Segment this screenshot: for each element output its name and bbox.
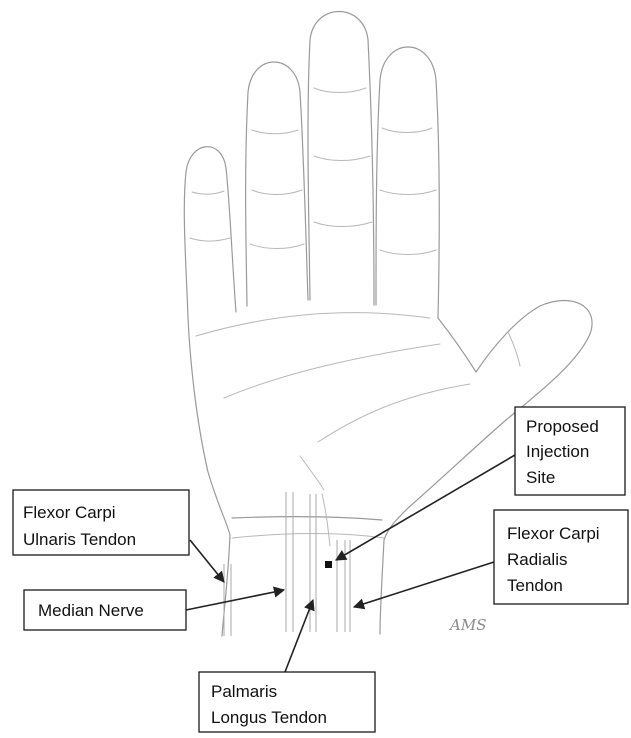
palm-crease <box>224 344 440 398</box>
label-line: Radialis <box>507 550 567 569</box>
wrist-detail <box>322 494 330 546</box>
label-line: Flexor Carpi <box>507 524 600 543</box>
wrist-crease <box>232 517 382 520</box>
finger-crease <box>314 222 372 227</box>
finger-crease <box>380 250 436 255</box>
label-line: Ulnaris Tendon <box>23 530 136 549</box>
index-finger <box>376 47 439 318</box>
label-line: Injection <box>526 442 589 461</box>
forearm-left-edge <box>222 535 230 636</box>
finger-crease <box>250 244 304 249</box>
thumb-crease <box>508 332 520 366</box>
little-finger <box>184 147 236 318</box>
finger-crease <box>314 88 366 93</box>
finger-crease <box>192 191 224 194</box>
label-injection-site: Proposed Injection Site <box>515 407 625 495</box>
label-line: Flexor Carpi <box>23 503 116 522</box>
middle-finger <box>308 12 374 306</box>
arrow-flexor-carpi-ulnaris <box>190 540 224 582</box>
ring-finger <box>246 62 308 306</box>
label-line: Site <box>526 468 555 487</box>
forearm-right-edge <box>380 540 384 634</box>
finger-crease <box>252 130 298 134</box>
artist-signature: AMS <box>448 616 486 634</box>
palm-outline <box>188 318 230 535</box>
label-line: Median Nerve <box>38 601 144 620</box>
label-line: Longus Tendon <box>211 708 327 727</box>
finger-crease <box>380 190 436 195</box>
injection-site-marker <box>325 561 332 568</box>
palm-crease <box>300 456 324 490</box>
label-flexor-carpi-radialis: Flexor Carpi Radialis Tendon <box>494 510 628 604</box>
label-line: Proposed <box>526 417 599 436</box>
arrow-palmaris-longus <box>285 600 313 672</box>
palm-crease <box>318 384 470 442</box>
finger-crease <box>314 156 370 161</box>
finger-crease <box>382 128 432 133</box>
label-line: Tendon <box>507 576 563 595</box>
arrow-flexor-carpi-radialis <box>354 562 494 607</box>
label-median-nerve: Median Nerve <box>24 590 186 630</box>
label-flexor-carpi-ulnaris: Flexor Carpi Ulnaris Tendon <box>13 490 189 555</box>
median-nerve-line <box>286 492 293 632</box>
finger-crease <box>190 238 230 241</box>
finger-crease <box>252 190 302 195</box>
arrow-median-nerve <box>186 590 284 610</box>
label-palmaris-longus: Palmaris Longus Tendon <box>199 672 375 732</box>
label-line: Palmaris <box>211 682 277 701</box>
wrist-crease <box>232 534 384 539</box>
palm-crease <box>196 313 430 336</box>
palmaris-longus-tendon <box>310 494 316 632</box>
arrow-injection-site <box>336 455 515 560</box>
